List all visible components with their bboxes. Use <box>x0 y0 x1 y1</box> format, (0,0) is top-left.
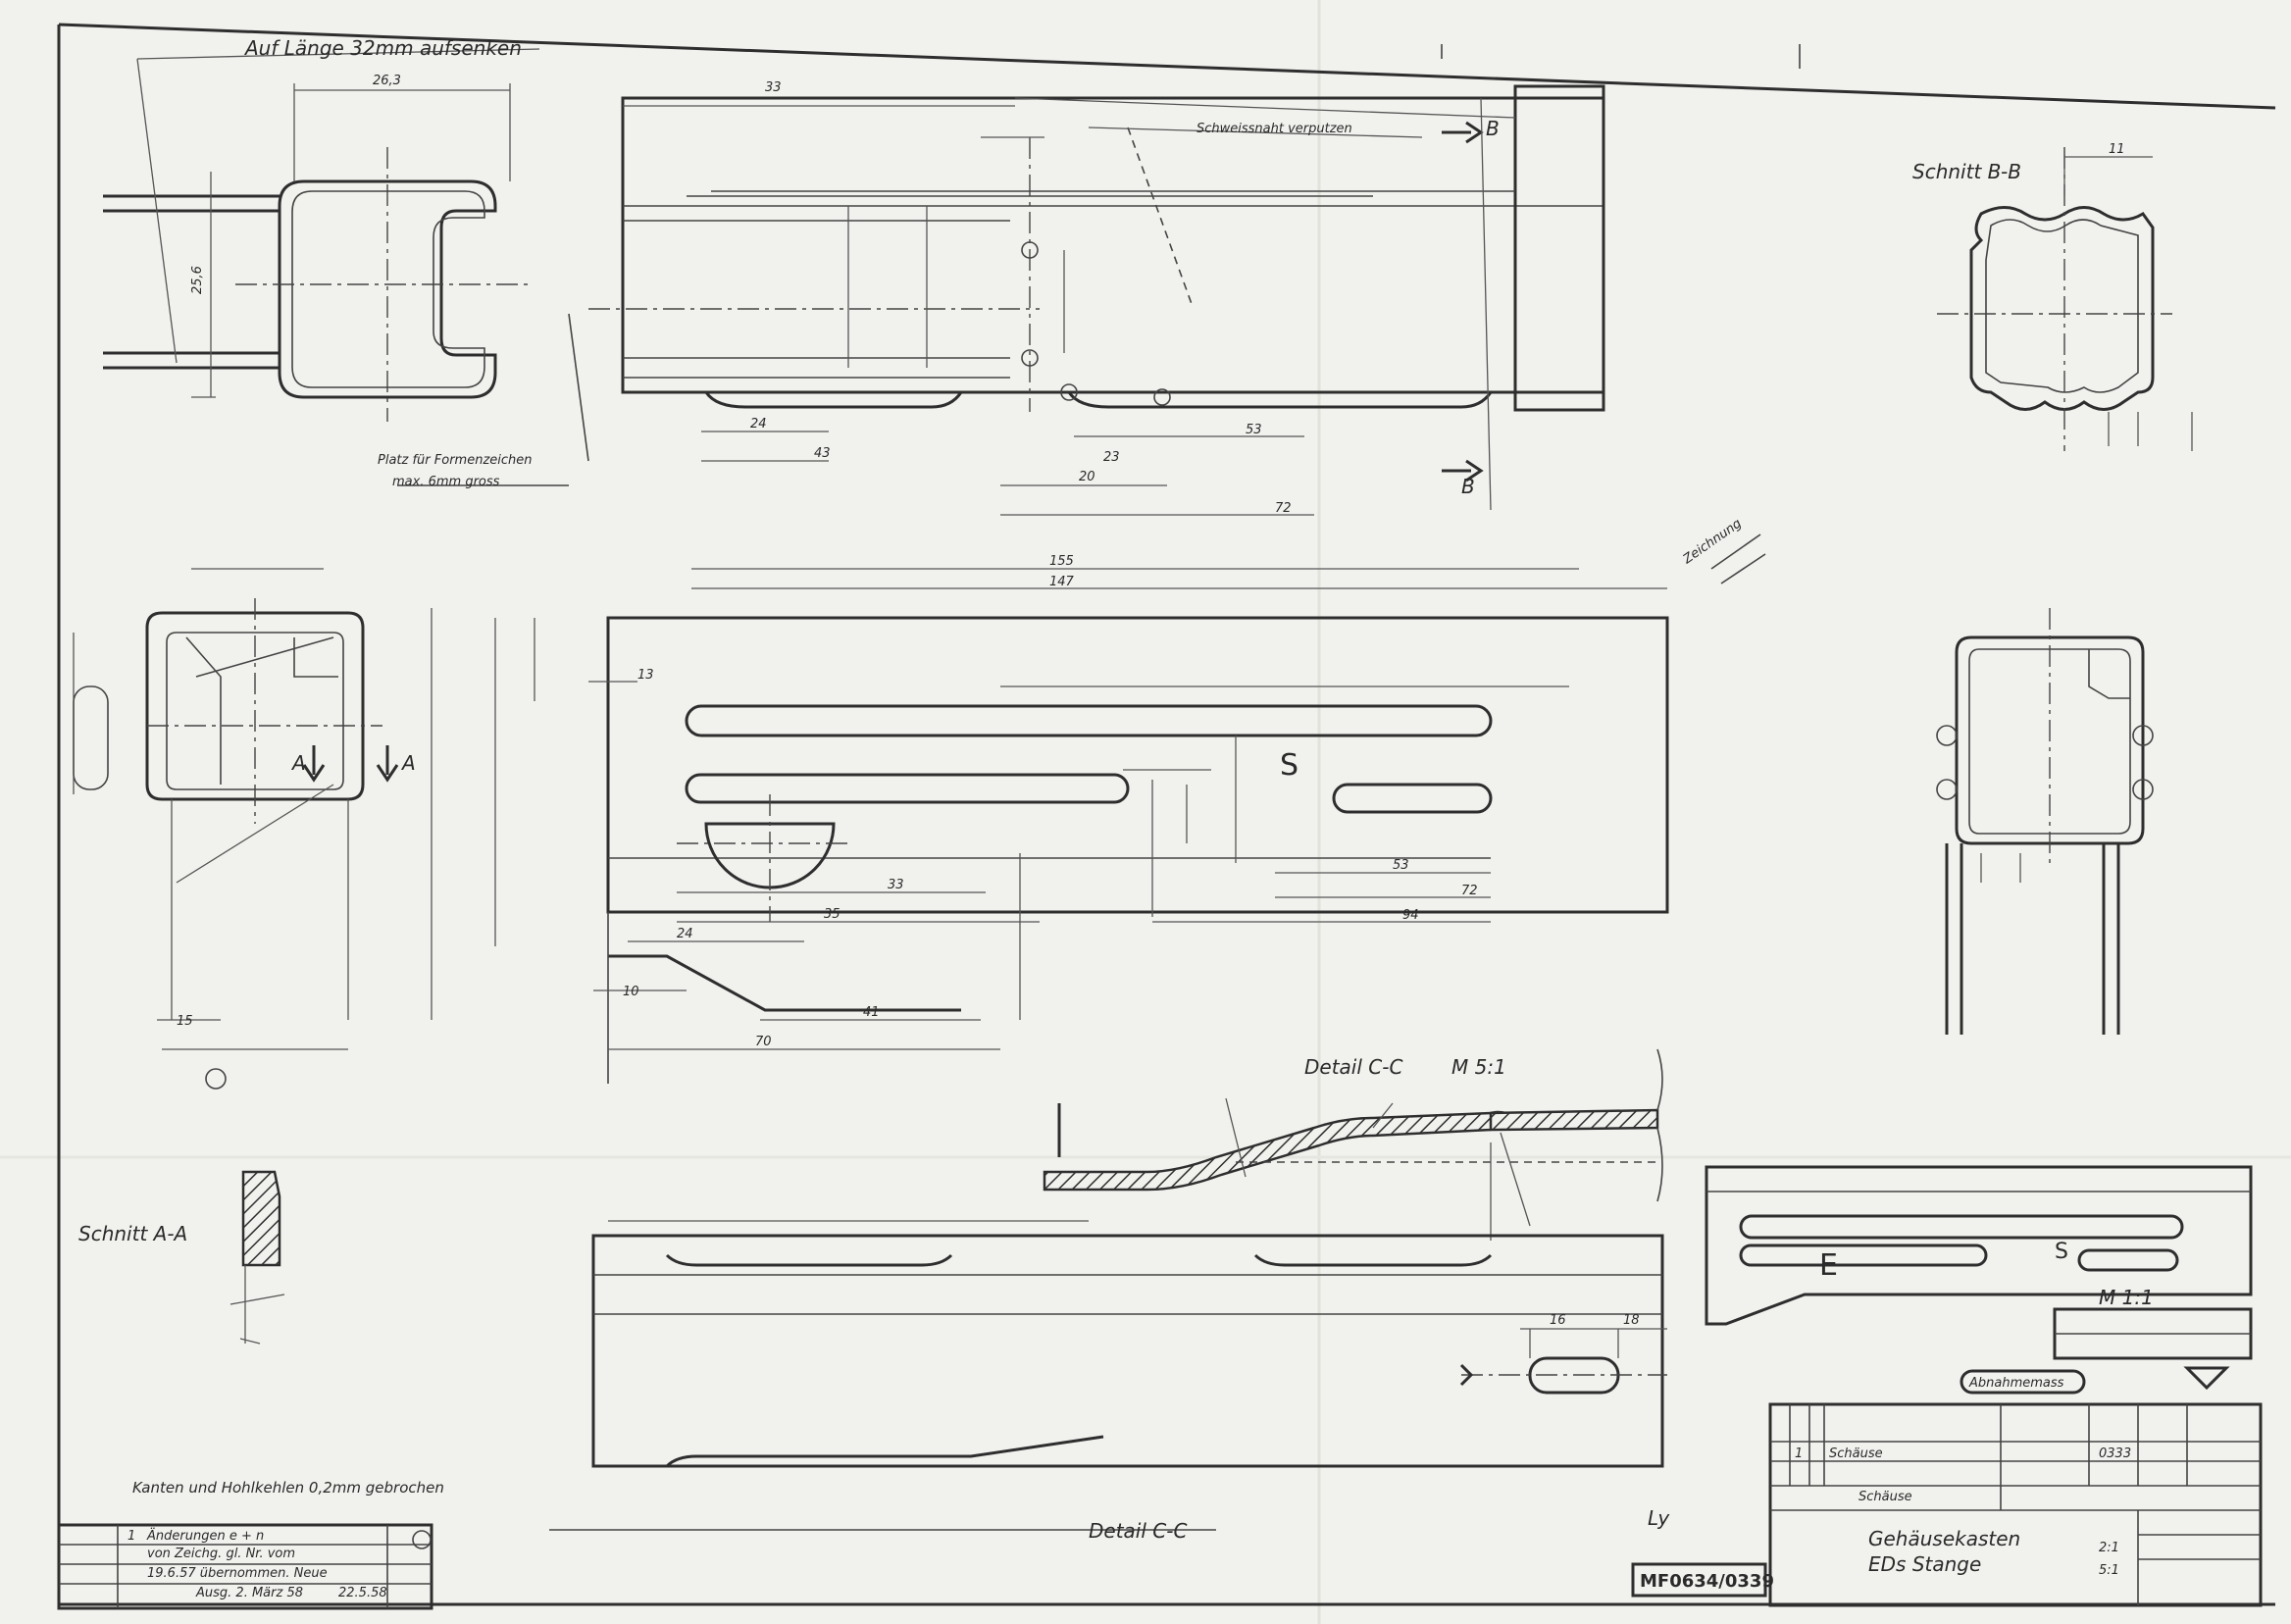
dim-72: 72 <box>1275 501 1292 516</box>
dim-41: 41 <box>863 1005 880 1020</box>
section-aa-title: Schnitt A-A <box>78 1222 187 1245</box>
end-view-right <box>1936 608 2154 1035</box>
dim-43: 43 <box>814 446 831 461</box>
label-b-bottom: B <box>1461 475 1475 498</box>
rev-date-2: 22.5.58 <box>338 1586 387 1600</box>
dim-len-top: 33 <box>765 80 782 95</box>
bottom-view: 16 18 Detail C-C <box>549 1234 1667 1543</box>
dim-16: 16 <box>1550 1313 1566 1328</box>
scale-detail-view: E S M 1:1 Abnahmemass <box>1705 1165 2253 1395</box>
title-scale-2: 5:1 <box>2099 1563 2119 1578</box>
slot-2 <box>685 773 1130 804</box>
rev-date: 19.6.57 übernommen. Neue <box>147 1566 328 1581</box>
dim-70: 70 <box>755 1035 772 1049</box>
title-scale-1: 2:1 <box>2099 1541 2119 1555</box>
front-section-view: Auf Länge 32mm aufsenken 26,3 25,6 <box>103 36 540 422</box>
dim-10: 10 <box>623 985 639 999</box>
dim-18: 18 <box>1623 1313 1640 1328</box>
title-part-small-2: Schäuse <box>1858 1490 1912 1504</box>
label-s-bottom: S <box>2055 1240 2068 1264</box>
dim-11: 11 <box>2109 142 2125 157</box>
dim-35: 35 <box>824 907 840 922</box>
dim-13: 13 <box>637 668 654 683</box>
section-bb-view: Schnitt B-B 11 <box>1912 142 2193 451</box>
label-a-right: A <box>400 751 416 775</box>
dim-20: 20 <box>1079 470 1095 484</box>
rev-text: Änderungen e + n <box>146 1528 264 1544</box>
rev-text-2: von Zeichg. gl. Nr. vom <box>147 1547 295 1561</box>
title-part-small: Schäuse <box>1829 1446 1883 1461</box>
revision-block: 1 Änderungen e + n von Zeichg. gl. Nr. v… <box>57 1523 433 1610</box>
dim-147: 147 <box>1049 575 1075 589</box>
dim-33: 33 <box>888 878 904 892</box>
edges-note: Kanten und Hohlkehlen 0,2mm gebrochen <box>132 1479 444 1497</box>
title-cell-0333: 0333 <box>2099 1446 2131 1461</box>
dim-72b: 72 <box>1461 884 1478 898</box>
end-view-left: A A 15 <box>73 568 433 1090</box>
rev-text-3: Ausg. 2. März 58 <box>195 1586 303 1600</box>
section-aa-view: Schnitt A-A <box>78 1170 285 1345</box>
dim-155: 155 <box>1049 554 1074 569</box>
top-view-main: 155 147 13 33 35 24 10 41 70 72 94 53 S <box>494 554 1669 1084</box>
round-cutout <box>704 822 836 889</box>
dim-15: 15 <box>177 1014 193 1029</box>
slot-3 <box>1332 783 1493 814</box>
detail-cc-bottom: Detail C-C <box>1089 1519 1187 1543</box>
forming-note: Platz für Formenzeichen <box>378 453 533 468</box>
dim-53b: 53 <box>1393 858 1409 873</box>
label-b-top: B <box>1486 117 1500 140</box>
dim-24: 24 <box>750 417 767 431</box>
dim-23: 23 <box>1103 450 1120 465</box>
section-bb-title: Schnitt B-B <box>1912 160 2021 183</box>
dim-24b: 24 <box>677 927 693 941</box>
detail-cc-title: Detail C-C <box>1304 1055 1402 1079</box>
dim-94: 94 <box>1402 908 1419 923</box>
rev-no: 1 <box>127 1529 135 1544</box>
weld-note: Schweissnaht verputzen <box>1196 122 1352 136</box>
label-e: E <box>1819 1248 1838 1283</box>
dim-53: 53 <box>1246 423 1262 437</box>
scale-m11: M 1:1 <box>2099 1286 2154 1309</box>
label-s-top: S <box>1280 748 1298 783</box>
slot-1 <box>685 704 1493 737</box>
dim-left-height: 25,6 <box>190 266 205 294</box>
handwritten-initial: Ly <box>1648 1506 1670 1530</box>
side-view: 33 24 43 23 20 53 72 Schweissnaht verput… <box>378 80 1605 516</box>
label-a-left: A <box>290 751 306 775</box>
top-note: Auf Länge 32mm aufsenken <box>243 36 522 60</box>
title-part-name: Gehäusekasten <box>1868 1527 2020 1550</box>
forming-note-2: max. 6mm gross <box>392 475 500 489</box>
detail-cc-view: Detail C-C M 5:1 <box>608 1048 1663 1241</box>
drawing-number-box: MF0634/0339 Ly <box>1631 1506 1774 1598</box>
dim-top-width: 26,3 <box>373 74 401 88</box>
title-block: 1 Schäuse 0333 Schäuse Gehäusekasten EDs… <box>1768 1402 2263 1607</box>
acceptance-box: Abnahmemass <box>1968 1376 2064 1391</box>
title-sub-name: EDs Stange <box>1868 1552 1981 1576</box>
detail-cc-scale: M 5:1 <box>1451 1055 1506 1079</box>
drawing-number: MF0634/0339 <box>1640 1571 1774 1592</box>
title-row-no: 1 <box>1795 1446 1803 1461</box>
